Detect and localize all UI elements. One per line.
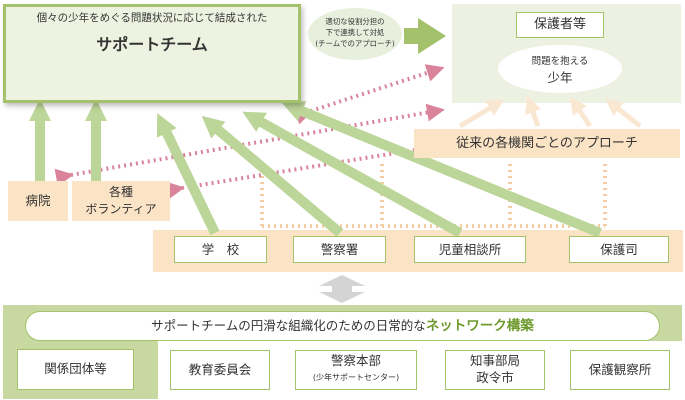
volunteer-line-1: 各種 bbox=[108, 185, 133, 199]
peach-arrow-3 bbox=[570, 96, 593, 128]
team-subtitle: 個々の少年をめぐる問題状況に応じて結成された bbox=[36, 12, 268, 24]
youth-ellipse: 問題を抱える 少年 bbox=[498, 45, 622, 93]
youth-line-2: 少年 bbox=[547, 70, 573, 85]
net-education-board: 教育委員会 bbox=[170, 350, 270, 390]
note-line-3: (チームでのアプローチ) bbox=[315, 39, 395, 48]
agency-probation-officer: 保護司 bbox=[569, 236, 669, 263]
agency-police-station: 警察署 bbox=[293, 236, 386, 263]
team-to-guardian-arrow bbox=[404, 18, 446, 54]
note-line-1: 適切な役割分担の bbox=[325, 17, 385, 26]
support-arrows bbox=[28, 98, 602, 238]
network-prefix: サポートチームの円滑な組織化のための日常的な bbox=[151, 318, 426, 333]
network-banner: サポートチームの円滑な組織化のための日常的なネットワーク構築 bbox=[25, 311, 660, 341]
pink-dotted-lines bbox=[54, 64, 445, 200]
guardian-label: 保護者等 bbox=[516, 12, 604, 38]
team-title: サポートチーム bbox=[96, 35, 208, 54]
hospital-box: 病院 bbox=[8, 181, 68, 221]
peach-arrow-1 bbox=[458, 99, 505, 129]
peach-arrow-4 bbox=[605, 98, 642, 128]
pink-line-low bbox=[165, 148, 415, 200]
governor-line-1: 知事部局 bbox=[469, 353, 520, 368]
traditional-approach-label: 従来の各機関ごとのアプローチ bbox=[414, 129, 680, 158]
team-approach-note: 適切な役割分担の 下で連携して対処 (チームでのアプローチ) bbox=[308, 8, 402, 60]
gray-double-arrow bbox=[319, 275, 365, 303]
pink-line-top bbox=[293, 64, 445, 125]
net-related-orgs: 関係団体等 bbox=[17, 349, 134, 390]
net-police-hq: 警察本部 (少年サポートセンター) bbox=[295, 350, 417, 390]
pink-line-mid bbox=[54, 103, 445, 187]
agency-child-guidance: 児童相談所 bbox=[414, 236, 526, 263]
arrow-child bbox=[242, 111, 463, 238]
network-highlight: ネットワーク構築 bbox=[425, 318, 534, 334]
youth-line-1: 問題を抱える bbox=[531, 56, 589, 67]
volunteer-line-2: ボランティア bbox=[85, 202, 157, 216]
arrow-school bbox=[156, 113, 220, 236]
governor-line-2: 政令市 bbox=[476, 370, 514, 385]
volunteer-box: 各種 ボランティア bbox=[72, 181, 170, 221]
arrow-police bbox=[201, 115, 344, 237]
net-governor-office: 知事部局 政令市 bbox=[445, 350, 545, 390]
peach-arrow-2 bbox=[524, 96, 541, 127]
support-team-box: 個々の少年をめぐる問題状況に応じて結成された サポートチーム bbox=[3, 4, 301, 103]
note-line-2: 下で連携して対処 bbox=[325, 28, 385, 37]
agency-school: 学 校 bbox=[174, 236, 267, 263]
police-hq-sub: (少年サポートセンター) bbox=[312, 373, 400, 382]
arrow-probation bbox=[281, 100, 602, 238]
traditional-approach-arrows bbox=[458, 96, 642, 129]
police-hq-label: 警察本部 bbox=[330, 353, 381, 368]
net-probation-office: 保護観察所 bbox=[570, 350, 670, 390]
